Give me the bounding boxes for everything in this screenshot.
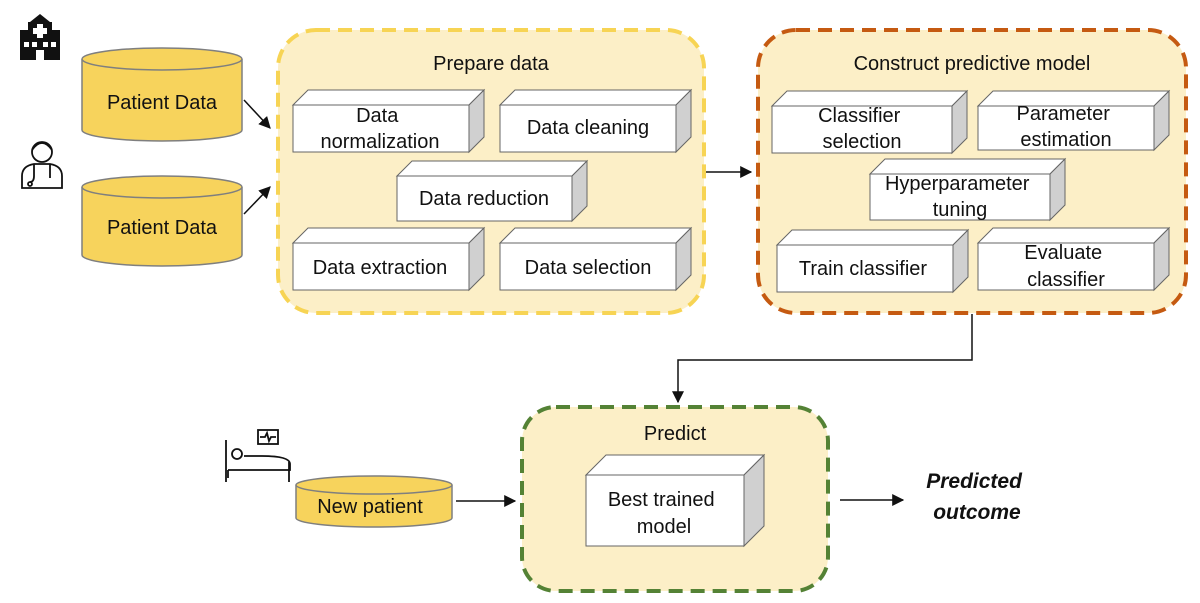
new-patient-label: New patient: [317, 496, 423, 518]
box-label-evaluate-classifier: Evaluate classifier: [1024, 242, 1107, 291]
predict-title: Predict: [644, 423, 707, 445]
flow-arrows: [243, 99, 973, 507]
box-data-normalization: [291, 88, 486, 154]
box-label-selection: Data selection: [525, 257, 652, 279]
box-train-classifier: [775, 228, 970, 294]
box-data-reduction: [395, 159, 589, 223]
box-hyperparameter-tuning: [868, 157, 1067, 222]
patient-data-cylinder-1: Patient Data: [81, 47, 243, 142]
arrow-source1-to-prepare: [243, 99, 271, 129]
box-parameter-estimation: [976, 89, 1171, 152]
prepare-title: Prepare data: [433, 53, 550, 75]
box-evaluate-classifier: [976, 226, 1171, 292]
patient-bed-icon: [225, 429, 291, 482]
patient-data-label-2: Patient Data: [107, 217, 218, 239]
box-label-hyperparameter-tuning: Hyperparameter tuning: [885, 173, 1035, 221]
process-boxes: [291, 88, 1171, 548]
patient-data-label-1: Patient Data: [107, 92, 218, 114]
box-label-classifier-selection: Classifier selection: [818, 105, 906, 153]
box-label-parameter-estimation: Parameter estimation: [1017, 103, 1116, 151]
hospital-icon: [20, 14, 60, 60]
box-data-extraction: [291, 226, 486, 292]
box-label-reduction: Data reduction: [419, 188, 549, 210]
box-data-selection: [498, 226, 693, 292]
new-patient-cylinder: New patient: [295, 475, 453, 528]
box-label-cleaning: Data cleaning: [527, 117, 649, 139]
box-classifier-selection: [770, 89, 969, 155]
box-label-train-classifier: Train classifier: [799, 258, 928, 280]
arrow-construct-to-predict: [672, 314, 973, 404]
box-label-best-trained-model: Best trained model: [608, 489, 720, 538]
patient-data-cylinder-2: Patient Data: [81, 175, 243, 267]
box-label-normalization: Data normalization: [321, 105, 440, 153]
doctor-icon: [21, 141, 63, 189]
box-label-extraction: Data extraction: [313, 257, 448, 279]
box-data-cleaning: [498, 88, 693, 154]
construct-title: Construct predictive model: [854, 53, 1091, 75]
box-best-trained-model: [584, 453, 766, 548]
predicted-outcome-text: Predicted outcome: [926, 470, 1028, 524]
arrow-source2-to-prepare: [243, 186, 271, 215]
